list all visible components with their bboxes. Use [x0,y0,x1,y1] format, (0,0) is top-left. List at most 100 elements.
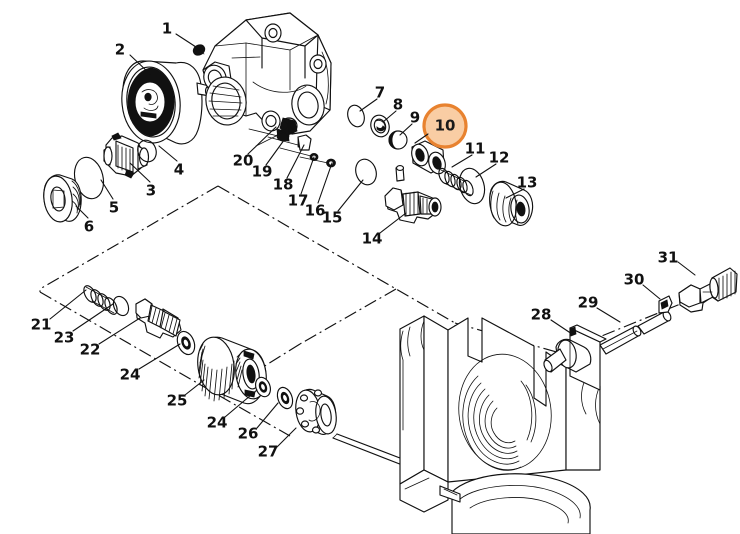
callout-number-5: 5 [109,199,119,217]
callout-leader-11 [451,154,473,168]
part-29-shaft [599,310,672,355]
callout-number-18: 18 [273,176,294,194]
callout-number-6: 6 [84,218,94,236]
callout-number-24: 24 [120,366,141,384]
part-14-valve-cartridge [384,165,442,224]
part-10-valve-seat [411,140,446,175]
callout-leader-17 [300,156,315,195]
callout-number-30: 30 [624,271,645,289]
callout-number-22: 22 [80,341,101,359]
callout-number-3: 3 [146,182,156,200]
callout-6: 6 [75,205,94,236]
centerline-group [39,185,701,455]
callout-leader-31 [677,261,696,276]
part-27-cap-nut [295,388,337,435]
callout-2: 2 [115,41,151,75]
part-21-spring [83,285,118,315]
callout-number-4: 4 [174,161,184,179]
part-15-o-ring [355,158,377,186]
part-4-o-ring [137,139,157,163]
callout-leader-26 [256,402,279,429]
callout-number-27: 27 [258,443,279,461]
callout-number-11: 11 [465,140,486,158]
callout-30: 30 [624,271,661,300]
part-3-thermostat [103,132,150,179]
callout-4: 4 [158,145,184,179]
callout-number-9: 9 [410,109,420,127]
callout-31: 31 [658,249,696,276]
callout-leader-20 [247,126,277,155]
callout-number-8: 8 [393,96,403,114]
highlight-circle-part-10[interactable] [422,103,468,149]
callout-number-19: 19 [252,163,273,181]
callout-16: 16 [305,162,333,220]
pump-housing-body [202,12,332,135]
callout-number-2: 2 [115,41,125,59]
part-9-ball [388,130,408,150]
callout-number-29: 29 [578,294,599,312]
callout-12: 12 [475,149,510,178]
callout-3: 3 [129,162,156,200]
callout-26: 26 [238,402,279,443]
callout-19: 19 [252,135,288,181]
part-28-sensor-mount [543,324,607,391]
callout-number-21: 21 [31,316,52,334]
part-22-valve-stem [135,298,182,339]
callout-10: 10 [414,117,456,144]
callout-15: 15 [322,179,364,227]
callout-leader-15 [337,179,364,212]
callout-leader-13 [505,188,525,199]
callout-leader-21 [49,289,87,320]
callout-leader-7 [359,98,378,112]
callout-21: 21 [31,289,87,334]
callout-number-10: 10 [435,117,456,135]
part-20-cross-head-screw [255,117,298,147]
callout-number-13: 13 [517,174,538,192]
callout-leader-25 [184,379,205,396]
part-26-washer [276,386,294,410]
part-24b-washer [255,376,271,398]
callout-20: 20 [233,126,277,170]
callout-11: 11 [451,140,486,168]
callout-leader-10 [414,133,429,144]
callout-leader-23 [72,303,114,332]
part-8-seal-washer [370,114,390,138]
callout-24b: 24 [207,389,258,432]
callout-number-20: 20 [233,152,254,170]
callout-leader-5 [100,179,114,200]
callout-number-17: 17 [288,192,309,210]
callout-leader-14 [379,212,407,234]
callout-number-14: 14 [362,230,383,248]
callout-27: 27 [258,427,297,461]
callout-1: 1 [162,20,197,48]
part-11-spring [438,167,474,197]
callout-number-31: 31 [658,249,679,267]
part-31-connector [678,267,738,313]
callout-leader-16 [317,162,333,204]
callout-18: 18 [273,144,305,194]
callout-leader-2 [129,54,151,75]
callout-leader-24 [138,343,181,370]
callout-number-12: 12 [489,149,510,167]
callout-leader-9 [399,123,413,136]
part-13-threaded-fitting [489,180,534,227]
callout-8: 8 [382,96,403,123]
callout-22: 22 [80,317,141,359]
callout-leader-22 [98,317,141,345]
callout-13: 13 [505,174,538,199]
part-30-clip [658,295,673,314]
callout-leader-28 [550,319,573,335]
callout-24: 24 [120,343,181,384]
callout-leader-24b [224,389,258,418]
callout-leader-6 [75,205,89,219]
part-7-o-ring [347,104,365,128]
callout-leader-4 [158,145,178,162]
callout-number-1: 1 [162,20,172,38]
callout-number-25: 25 [167,392,188,410]
part-24-washer [176,330,196,356]
callout-leader-18 [286,144,305,179]
callout-25: 25 [167,379,205,410]
